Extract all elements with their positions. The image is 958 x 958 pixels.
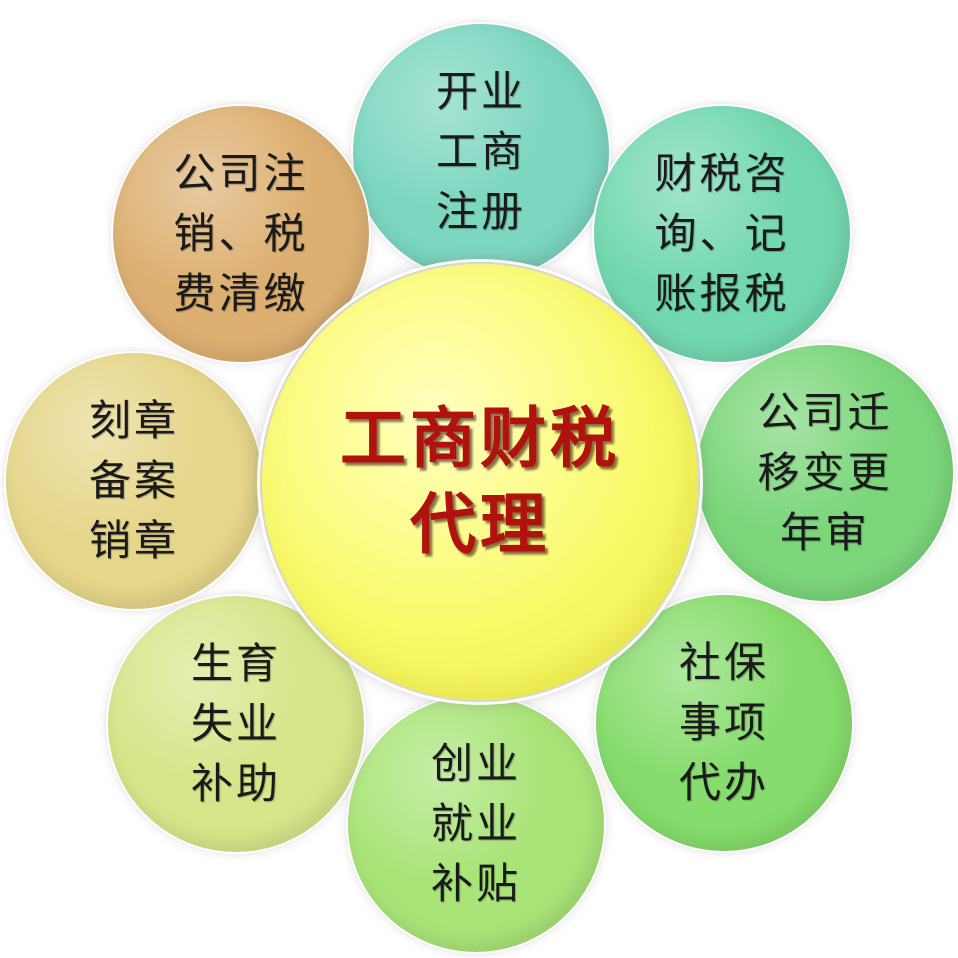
service-line: 代办 — [678, 758, 769, 807]
service-line: 销、税 — [173, 209, 309, 258]
service-line: 工商 — [435, 127, 526, 176]
service-line: 财税咨 — [654, 149, 790, 198]
service-line: 询、记 — [654, 209, 790, 258]
center-circle: 工商财税 代理 — [260, 262, 700, 702]
service-line: 事项 — [678, 698, 769, 747]
service-circle-company-deregistration: 公司注 销、税 费清缴 — [113, 106, 369, 362]
service-line: 补贴 — [430, 859, 521, 908]
service-line: 创业 — [430, 739, 521, 788]
service-circle-maternity-unemployment: 生育 失业 补助 — [108, 596, 364, 852]
service-line: 年审 — [779, 508, 870, 557]
service-line: 生育 — [190, 639, 281, 688]
service-circle-social-security: 社保 事项 代办 — [596, 595, 852, 851]
service-line: 失业 — [190, 699, 281, 748]
center-title-line: 代理 — [410, 486, 550, 563]
service-line: 注册 — [435, 187, 526, 236]
service-line: 账报税 — [654, 269, 790, 318]
service-line: 费清缴 — [173, 269, 309, 318]
service-circle-business-registration: 开业 工商 注册 — [353, 24, 609, 280]
center-title-line: 工商财税 — [340, 400, 620, 477]
service-line: 补助 — [190, 759, 281, 808]
service-line: 备案 — [88, 456, 179, 505]
service-line: 开业 — [435, 67, 526, 116]
service-line: 就业 — [430, 799, 521, 848]
service-line: 销章 — [88, 516, 179, 565]
service-line: 社保 — [678, 638, 769, 687]
service-circle-seal-services: 刻章 备案 销章 — [6, 353, 262, 609]
service-line: 公司注 — [173, 149, 309, 198]
service-circle-tax-consulting: 财税咨 询、记 账报税 — [594, 106, 850, 362]
service-line: 公司迁 — [757, 388, 893, 437]
service-circle-company-relocation: 公司迁 移变更 年审 — [697, 345, 953, 601]
service-line: 刻章 — [88, 396, 179, 445]
service-circle-startup-subsidy: 创业 就业 补贴 — [348, 696, 604, 952]
service-line: 移变更 — [757, 448, 893, 497]
